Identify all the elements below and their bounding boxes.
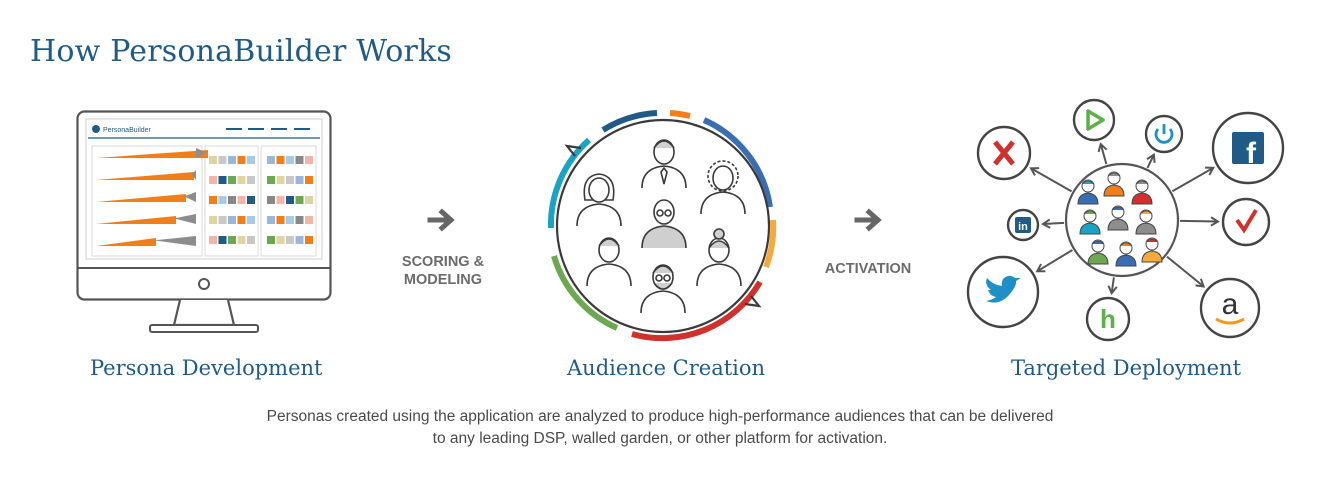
svg-text:a: a — [1222, 288, 1239, 321]
scoring-modeling-label: SCORING & MODELING — [401, 254, 485, 288]
stage-persona-development: Persona Development — [90, 356, 323, 380]
stage-targeted-deployment: Targeted Deployment — [1011, 356, 1242, 380]
svg-text:h: h — [1100, 304, 1116, 334]
svg-text:in: in — [1018, 221, 1028, 233]
stage-audience-creation: Audience Creation — [567, 356, 766, 380]
linkedin-icon: in — [1006, 208, 1040, 242]
hulu-icon: h — [1085, 296, 1131, 342]
arrow-right-icon — [427, 208, 455, 232]
deployment-hub: f a h in — [966, 98, 1285, 342]
activation-label: ACTIVATION — [824, 261, 912, 277]
twitter-icon — [966, 255, 1040, 329]
power-icon — [1144, 114, 1184, 154]
check-icon — [1221, 197, 1271, 247]
monitor-illustration: PersonaBuilder — [76, 110, 332, 333]
x-icon — [976, 125, 1032, 181]
page-title: How PersonaBuilder Works — [30, 34, 453, 69]
description: Personas created using the application a… — [160, 406, 1160, 450]
description-line-2: to any leading DSP, walled garden, or ot… — [432, 430, 888, 447]
facebook-icon: f — [1211, 111, 1285, 185]
svg-text:f: f — [1246, 137, 1257, 170]
description-line-1: Personas created using the application a… — [266, 408, 1054, 425]
play-icon — [1072, 98, 1116, 142]
audience-circle — [547, 110, 777, 342]
arrow-right-icon — [854, 208, 882, 232]
amazon-icon: a — [1199, 277, 1261, 339]
screen-logo-text: PersonaBuilder — [103, 127, 152, 134]
